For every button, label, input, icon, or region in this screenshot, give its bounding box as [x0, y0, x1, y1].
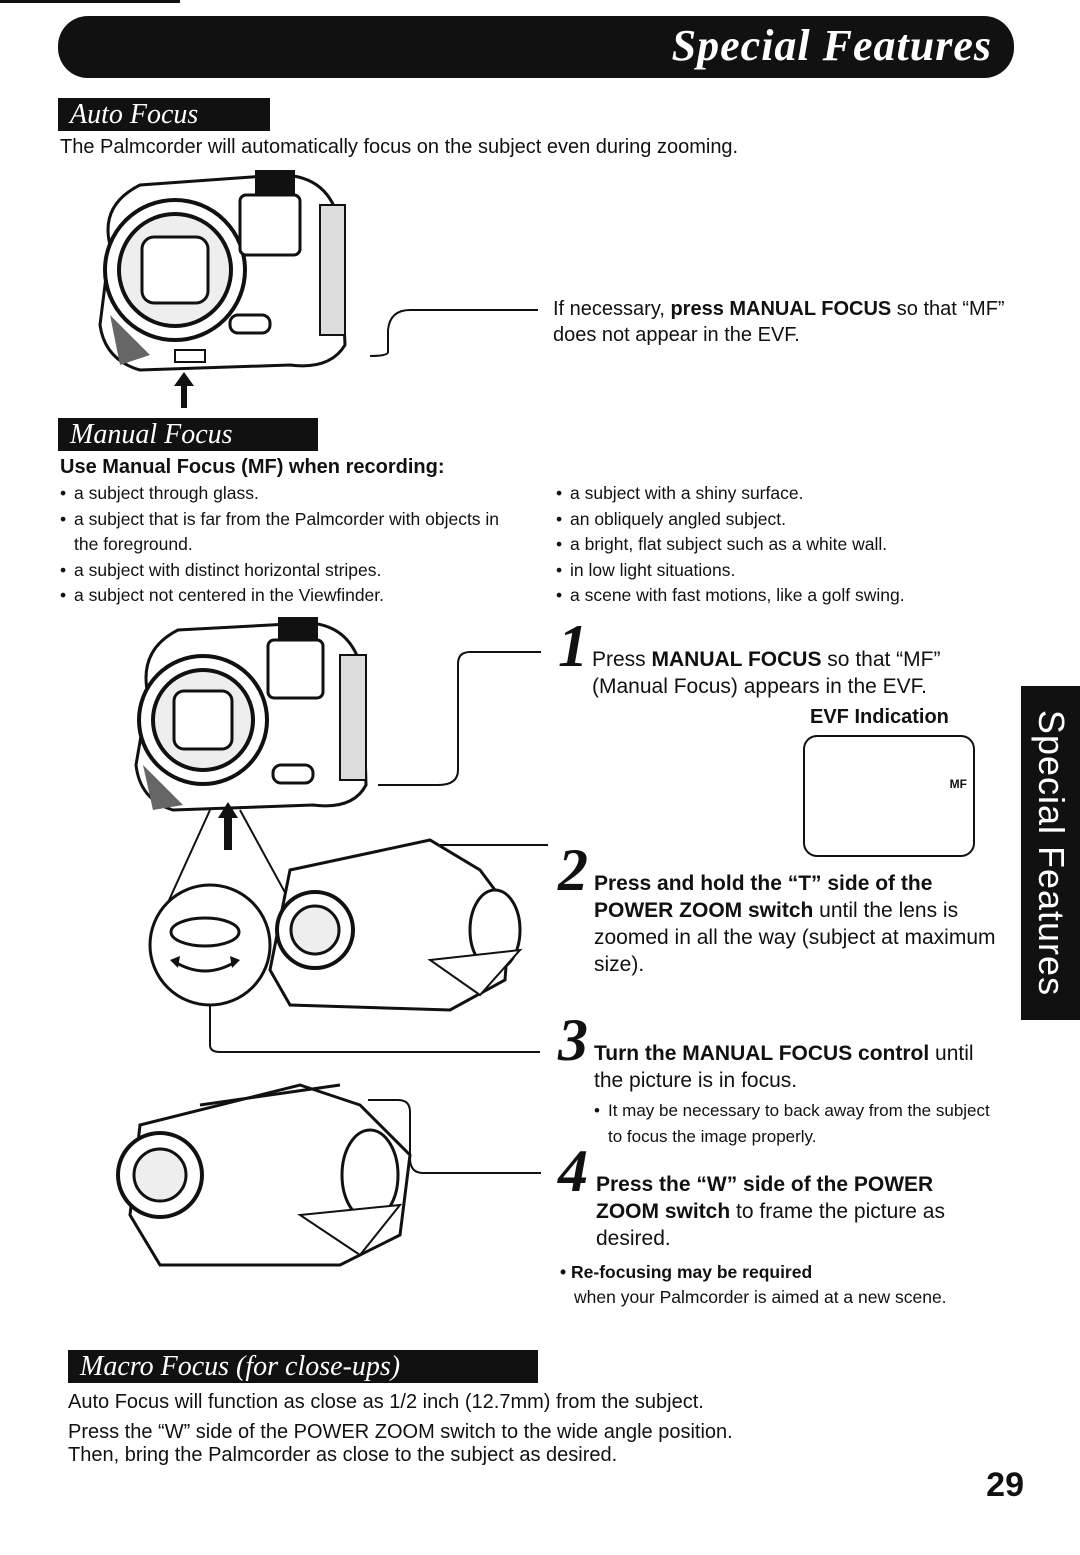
evf-indication-label: EVF Indication [810, 706, 949, 728]
list-item: an obliquely angled subject. [556, 507, 1006, 533]
evf-indication-box: MF [803, 735, 975, 857]
page-banner: Special Features [58, 16, 1014, 78]
list-item: a scene with fast motions, like a golf s… [556, 583, 1006, 609]
camcorder-front-illustration [98, 170, 347, 372]
step-3-note: It may be necessary to back away from th… [594, 1098, 994, 1149]
list-item: It may be necessary to back away from th… [594, 1098, 994, 1149]
camcorder-manual-focus-illustration [134, 617, 368, 812]
page-number: 29 [986, 1466, 1024, 1504]
list-item: a subject with a shiny surface. [556, 481, 1006, 507]
macro-focus-heading: Macro Focus (for close-ups) [68, 1350, 538, 1383]
side-tab-label: Special Features [1030, 709, 1072, 997]
manual-focus-bullets-right: a subject with a shiny surface. an obliq… [556, 481, 1006, 609]
list-item: a subject not centered in the Viewfinder… [60, 583, 515, 609]
auto-focus-note: If necessary, press MANUAL FOCUS so that… [553, 298, 1005, 346]
banner-title: Special Features [671, 21, 992, 70]
up-arrow-icon [174, 372, 194, 408]
step-number: 4 [558, 1138, 588, 1204]
step-text: Press and hold the “T” side of the POWER… [594, 872, 996, 976]
auto-focus-heading: Auto Focus [58, 98, 270, 131]
callout-line-step1 [378, 651, 541, 786]
list-item: a subject through glass. [60, 481, 515, 507]
list-item: a subject that is far from the Palmcorde… [60, 507, 515, 558]
step-number: 3 [558, 1007, 588, 1073]
step-text: Press MANUAL FOCUS so that “MF” (Manual … [592, 648, 941, 698]
auto-focus-intro: The Palmcorder will automatically focus … [60, 136, 739, 158]
macro-focus-line-3: Then, bring the Palmcorder as close to t… [68, 1444, 618, 1466]
focus-ring-detail-illustration [148, 802, 540, 1053]
manual-focus-heading: Manual Focus [58, 418, 318, 451]
camcorder-zoom-illustration [116, 1083, 412, 1267]
list-item: a bright, flat subject such as a white w… [556, 532, 1006, 558]
list-item: a subject with distinct horizontal strip… [60, 558, 515, 584]
manual-focus-use-when: Use Manual Focus (MF) when recording: [60, 456, 445, 478]
step-number: 2 [558, 837, 588, 903]
step-number: 1 [558, 613, 588, 679]
macro-focus-line-1: Auto Focus will function as close as 1/2… [68, 1391, 704, 1413]
callout-line-step2 [440, 844, 548, 846]
step-text: Press the “W” side of the POWER ZOOM swi… [596, 1173, 945, 1250]
callout-line [369, 309, 538, 357]
side-tab: Special Features [1021, 686, 1080, 1020]
macro-focus-line-2: Press the “W” side of the POWER ZOOM swi… [68, 1421, 733, 1443]
refocus-note: • Re-focusing may be required when your … [560, 1262, 947, 1307]
callout-line-step4 [368, 1099, 541, 1174]
manual-focus-bullets-left: a subject through glass. a subject that … [60, 481, 515, 609]
step-text: Turn the MANUAL FOCUS control until the … [594, 1042, 974, 1092]
list-item: in low light situations. [556, 558, 1006, 584]
top-rule [0, 0, 180, 3]
evf-mf-indicator: MF [949, 777, 967, 791]
